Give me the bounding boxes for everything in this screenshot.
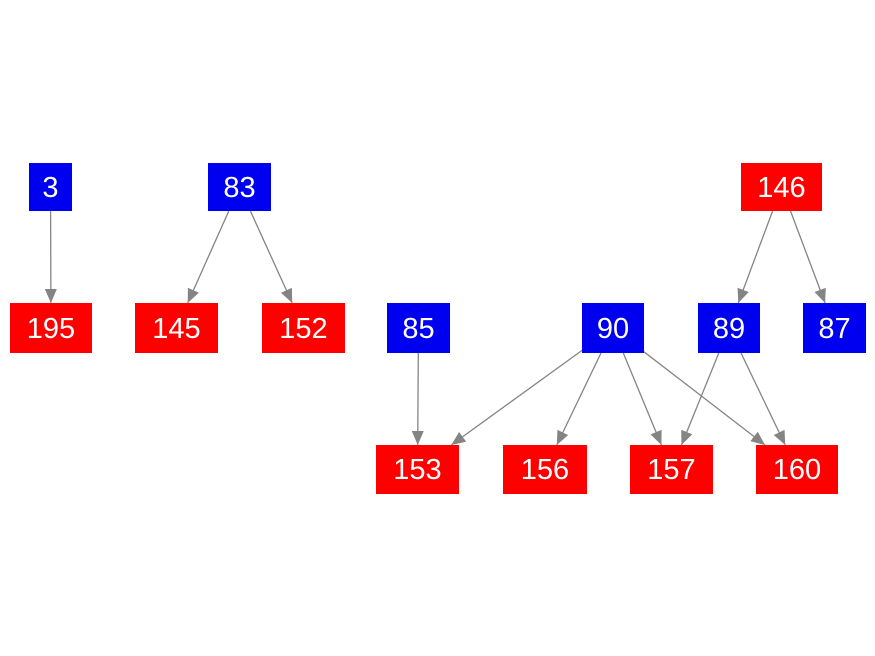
graph-node-89[interactable]: 89 (698, 303, 760, 353)
node-label: 195 (26, 312, 76, 345)
graph-node-160[interactable]: 160 (756, 445, 838, 494)
graph-node-156[interactable]: 156 (503, 445, 587, 494)
graph-node-157[interactable]: 157 (630, 445, 713, 494)
node-label: 156 (520, 454, 570, 486)
node-label: 153 (393, 454, 442, 486)
node-label: 160 (772, 454, 822, 486)
graph-node-3[interactable]: 3 (29, 163, 72, 211)
node-label: 85 (402, 312, 435, 345)
node-label: 145 (152, 312, 201, 345)
graph-node-152[interactable]: 152 (262, 303, 345, 353)
graph-node-87[interactable]: 87 (803, 303, 866, 353)
graph-node-153[interactable]: 153 (376, 445, 459, 494)
node-label: 90 (596, 312, 630, 345)
node-label: 152 (279, 312, 328, 345)
node-label: 146 (757, 171, 806, 204)
graph-node-145[interactable]: 145 (135, 303, 218, 353)
node-label: 3 (42, 171, 59, 204)
graph-node-90[interactable]: 90 (582, 303, 644, 353)
graph-node-195[interactable]: 195 (10, 303, 92, 353)
node-label: 89 (712, 312, 746, 345)
node-label: 157 (647, 454, 696, 486)
node-label: 83 (223, 171, 256, 204)
graph-node-146[interactable]: 146 (741, 163, 822, 211)
graph-node-85[interactable]: 85 (387, 303, 450, 353)
graph-node-83[interactable]: 83 (208, 163, 271, 211)
node-label: 87 (818, 312, 851, 345)
